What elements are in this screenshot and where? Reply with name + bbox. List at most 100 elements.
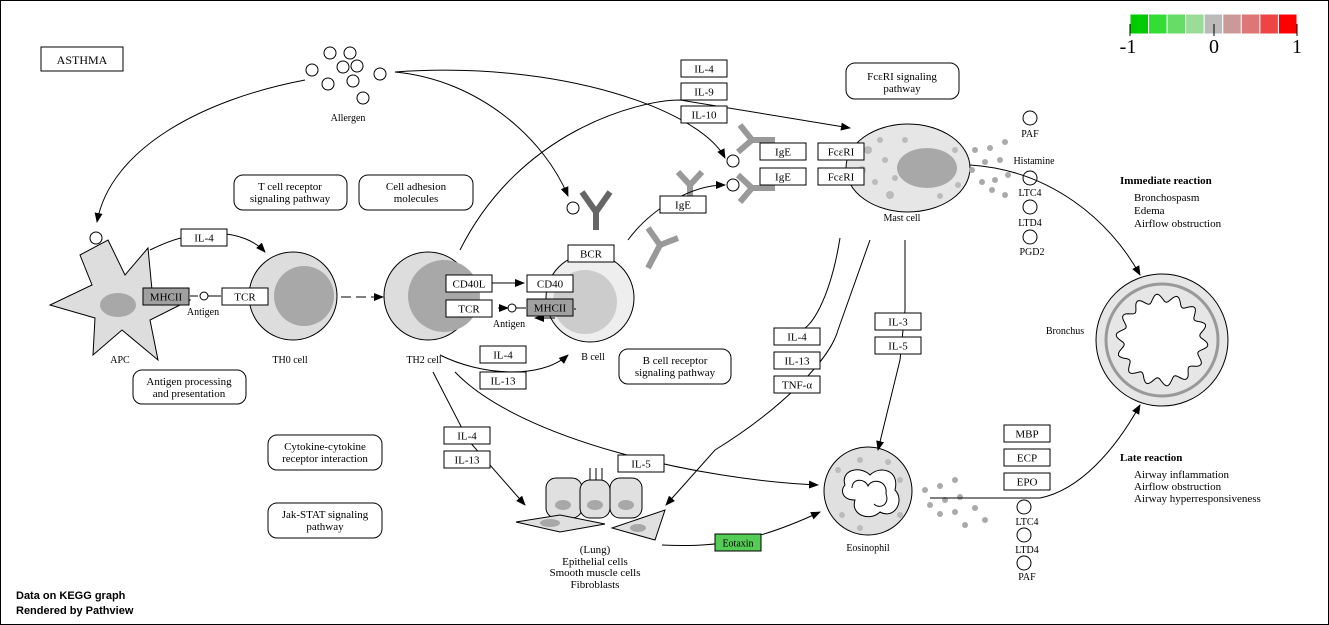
gene-label: IL-5 — [631, 459, 651, 471]
eosinophil-cell — [823, 446, 913, 536]
gene-box-fceri2[interactable]: FcεRI — [817, 167, 865, 186]
gene-box-il13-low[interactable]: IL-13 — [443, 450, 491, 469]
gene-label: IgE — [775, 147, 791, 159]
svg-text:Airway hyperresponsiveness: Airway hyperresponsiveness — [1134, 493, 1261, 505]
legend-mid-label: 0 — [1209, 36, 1219, 58]
svg-text:LTD4: LTD4 — [1018, 218, 1042, 229]
svg-text:B cell receptor: B cell receptor — [643, 355, 708, 367]
gene-label: CD40 — [537, 279, 564, 291]
gene-box-il4-low[interactable]: IL-4 — [443, 426, 491, 445]
svg-text:pathway: pathway — [883, 83, 921, 95]
legend-swatch — [1259, 13, 1279, 35]
legend-swatch — [1129, 13, 1150, 35]
gene-label: IL-3 — [888, 317, 908, 329]
mediators-bottom: LTC4 LTD4 PAF — [1015, 499, 1039, 583]
gene-box-mhcii-b[interactable]: MHCII — [526, 298, 574, 317]
gene-label: FcεRI — [828, 147, 855, 159]
gene-box-tcr-th2[interactable]: TCR — [445, 299, 493, 318]
svg-text:pathway: pathway — [306, 521, 344, 533]
pathway-box-antigen[interactable]: Antigen processing and presentation — [132, 369, 247, 405]
pathway-box-cytokine[interactable]: Cytokine-cytokine receptor interaction — [267, 434, 383, 471]
arrow-allergen-mast — [394, 69, 726, 159]
arrow-allergen-apc — [94, 79, 306, 223]
allergen-cluster — [305, 46, 387, 105]
allergen-label: Allergen — [331, 113, 366, 124]
gene-box-il5-right[interactable]: IL-5 — [874, 336, 922, 355]
mediators-top: PAF Histamine LTC4 LTD4 PGD2 — [1013, 110, 1055, 258]
svg-text:Late reaction: Late reaction — [1120, 452, 1182, 464]
gene-box-il10[interactable]: IL-10 — [680, 105, 728, 124]
immediate-reaction: Immediate reaction Bronchospasm Edema Ai… — [1120, 175, 1222, 230]
lung-cells — [515, 468, 666, 541]
gene-box-ige2[interactable]: IgE — [759, 167, 807, 186]
svg-text:Airway inflammation: Airway inflammation — [1134, 469, 1230, 481]
svg-text:LTC4: LTC4 — [1016, 517, 1039, 528]
gene-box-il3[interactable]: IL-3 — [874, 312, 922, 331]
gene-box-il9[interactable]: IL-9 — [680, 82, 728, 101]
gene-label: IL-4 — [787, 332, 807, 344]
legend-swatch — [1222, 13, 1242, 35]
gene-label: TNF-α — [782, 380, 812, 392]
th2-label: TH2 cell — [406, 355, 441, 366]
gene-box-il4-right[interactable]: IL-4 — [773, 327, 821, 346]
svg-text:LTD4: LTD4 — [1015, 545, 1039, 556]
pathway-box-jak[interactable]: Jak-STAT signaling pathway — [267, 502, 383, 539]
svg-text:Bronchospasm: Bronchospasm — [1134, 192, 1200, 204]
gene-label: IgE — [775, 172, 791, 184]
bronchus — [1095, 273, 1229, 407]
legend-swatch — [1185, 13, 1205, 35]
legend-swatch — [1277, 13, 1298, 35]
svg-text:PAF: PAF — [1021, 129, 1039, 140]
gene-label: IL-13 — [784, 356, 810, 368]
gene-box-ige1[interactable]: IgE — [759, 142, 807, 161]
gene-label: IL-4 — [694, 64, 714, 76]
ige-antibodies — [645, 123, 775, 270]
pathway-box-tcr[interactable]: T cell receptor signaling pathway — [233, 174, 348, 211]
eosinophil-label: Eosinophil — [846, 543, 890, 554]
svg-text:PAF: PAF — [1018, 572, 1036, 583]
apc-label: APC — [110, 355, 130, 366]
gene-label: MHCII — [150, 292, 183, 304]
gene-box-cd40[interactable]: CD40 — [526, 274, 574, 293]
mast-cell — [845, 123, 971, 213]
gene-box-il4-top[interactable]: IL-4 — [680, 59, 728, 78]
gene-label: TCR — [458, 304, 480, 316]
arrow-allergen-b — [394, 71, 569, 197]
svg-text:Immediate reaction: Immediate reaction — [1120, 175, 1212, 187]
gene-box-ige3[interactable]: IgE — [659, 195, 707, 214]
pathway-box-adhesion[interactable]: Cell adhesion molecules — [358, 174, 474, 211]
gene-box-tcr-th0[interactable]: TCR — [221, 287, 269, 306]
gene-label: IL-13 — [490, 376, 516, 388]
diagram-title: ASTHMA — [40, 46, 124, 72]
gene-box-epo[interactable]: EPO — [1003, 472, 1051, 491]
gene-box-il4-mid[interactable]: IL-4 — [479, 345, 527, 364]
gene-box-fceri1[interactable]: FcεRI — [817, 142, 865, 161]
gene-box-tnfa[interactable]: TNF-α — [773, 375, 821, 394]
gene-label: IL-4 — [457, 431, 477, 443]
bronchus-label: Bronchus — [1046, 326, 1084, 337]
gene-box-cd40l[interactable]: CD40L — [445, 274, 493, 293]
legend-swatch — [1166, 13, 1187, 35]
gene-box-mhcii-apc[interactable]: MHCII — [142, 287, 190, 306]
th0-cell — [248, 251, 338, 341]
gene-box-il13-mid[interactable]: IL-13 — [479, 371, 527, 390]
gene-box-ecp[interactable]: ECP — [1003, 448, 1051, 467]
svg-text:and presentation: and presentation — [153, 388, 226, 400]
gene-box-il4-apc[interactable]: IL-4 — [180, 228, 228, 247]
gene-box-il5-low[interactable]: IL-5 — [617, 454, 665, 473]
legend-swatch — [1240, 13, 1261, 35]
gene-label: EPO — [1017, 477, 1038, 489]
gene-label: IL-10 — [691, 110, 717, 122]
gene-box-eotaxin[interactable]: Eotaxin — [714, 533, 762, 552]
mast-cell-label: Mast cell — [884, 213, 921, 224]
pathway-box-bcr[interactable]: B cell receptor signaling pathway — [618, 348, 732, 385]
pathway-box-fceri[interactable]: FcεRI signaling pathway — [845, 62, 960, 100]
svg-text:Smooth muscle cells: Smooth muscle cells — [549, 567, 640, 579]
gene-label: MHCII — [534, 303, 567, 315]
th0-label: TH0 cell — [272, 355, 307, 366]
gene-box-il13-right[interactable]: IL-13 — [773, 351, 821, 370]
svg-text:Histamine: Histamine — [1013, 156, 1055, 167]
gene-box-bcr[interactable]: BCR — [567, 244, 615, 263]
gene-label: FcεRI — [828, 172, 855, 184]
gene-box-mbp[interactable]: MBP — [1003, 424, 1051, 443]
